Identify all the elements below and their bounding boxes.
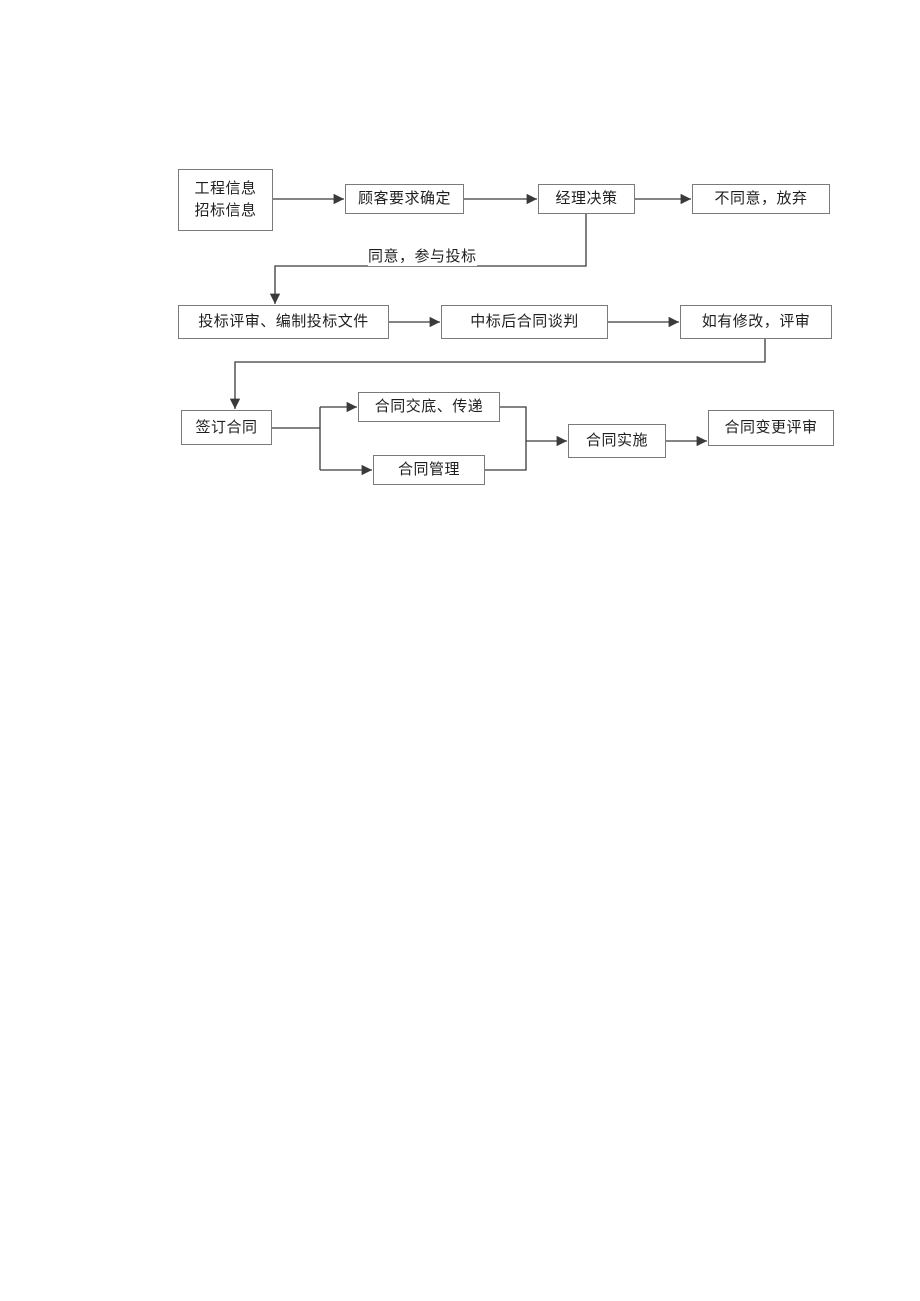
node-contract-change-review: 合同变更评审 [708, 410, 834, 446]
node-contract-negotiation: 中标后合同谈判 [441, 305, 608, 339]
node-contract-management: 合同管理 [373, 455, 485, 485]
node-project-info: 工程信息 招标信息 [178, 169, 273, 231]
node-modify-review: 如有修改，评审 [680, 305, 832, 339]
node-contract-implementation: 合同实施 [568, 424, 666, 458]
node-bid-review: 投标评审、编制投标文件 [178, 305, 389, 339]
node-contract-handover: 合同交底、传递 [358, 392, 500, 422]
edge-label-agree-bid: 同意，参与投标 [368, 245, 477, 266]
arrow-modify-to-sign [229, 339, 766, 409]
node-customer-requirement: 顾客要求确定 [345, 184, 464, 214]
node-disagree-abandon: 不同意，放弃 [692, 184, 830, 214]
node-manager-decision: 经理决策 [538, 184, 635, 214]
node-sign-contract: 签订合同 [181, 410, 272, 445]
